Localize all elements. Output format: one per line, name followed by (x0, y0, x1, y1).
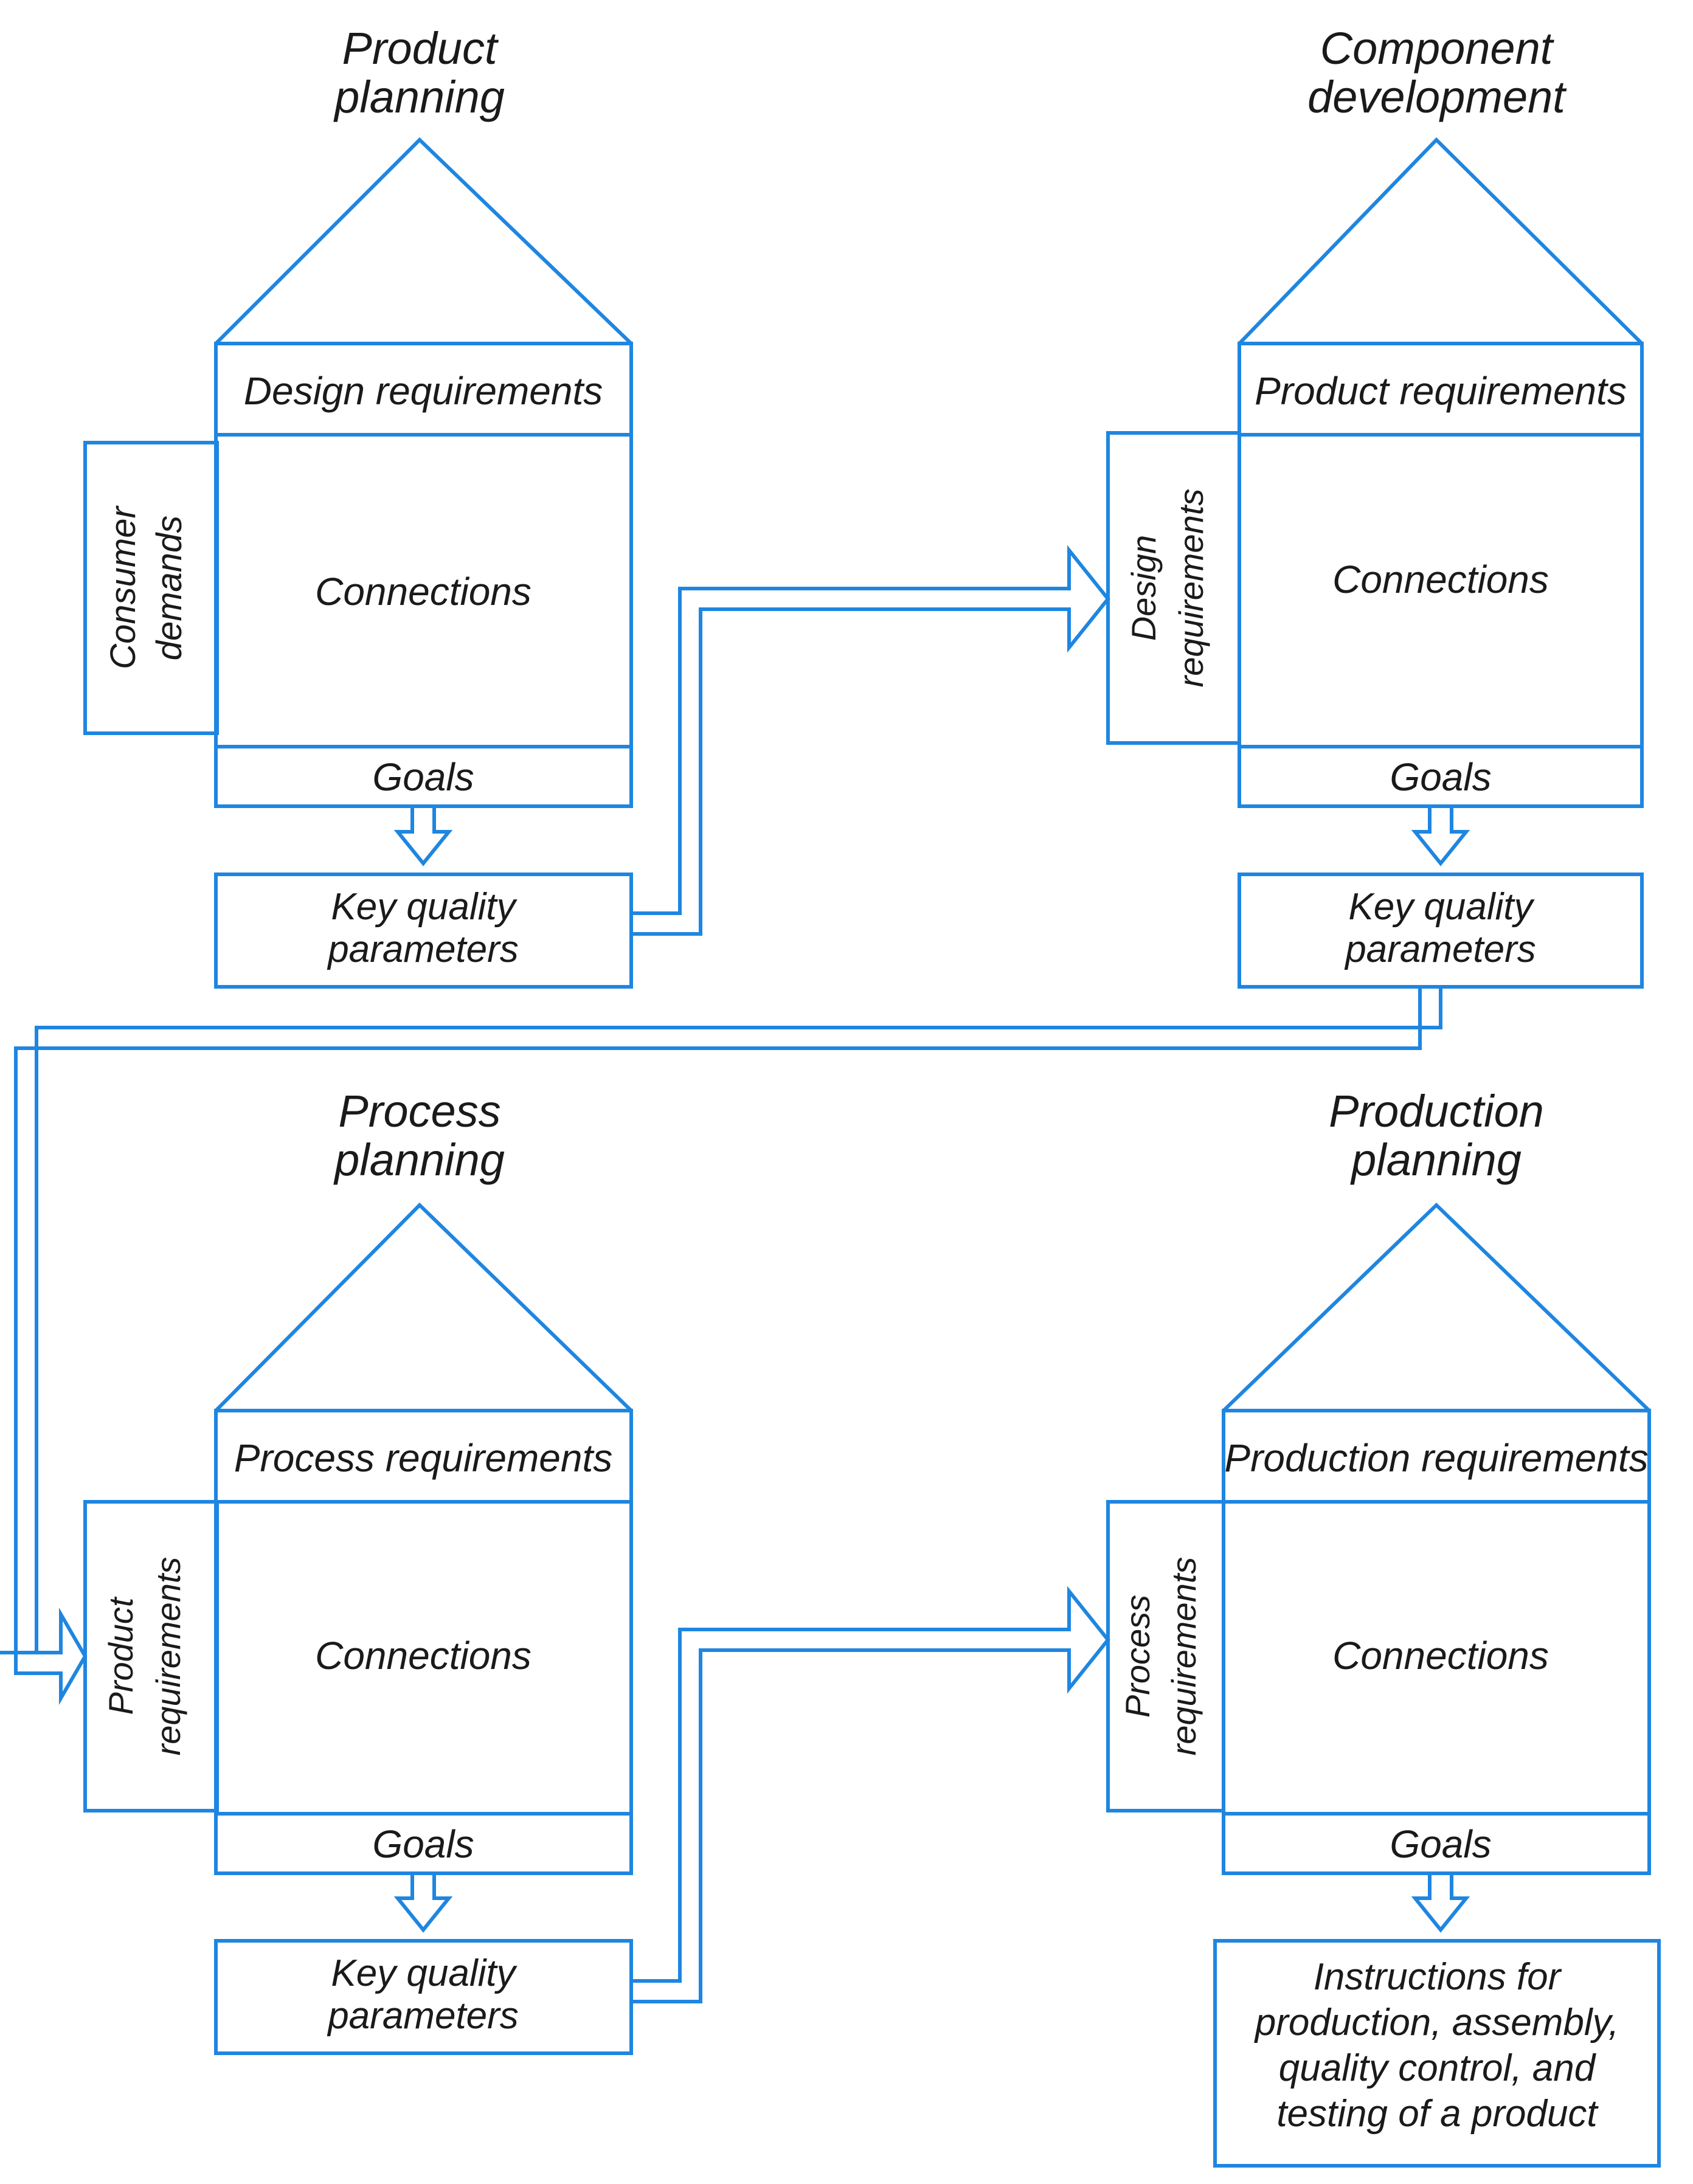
matrix-connections-process-planning-label: Connections (315, 1634, 531, 1678)
arrow-goals-to-kqp-1 (393, 804, 453, 866)
roof-production-planning (1222, 1202, 1651, 1412)
side-box-process-requirements-label-line1: Process (1118, 1595, 1157, 1718)
house-title-production-planning-line1: Production (1329, 1086, 1544, 1136)
matrix-connections-product-planning-label: Connections (315, 570, 531, 613)
band-goals-production-planning-label: Goals (1390, 1822, 1491, 1866)
side-box-consumer-demands[interactable] (83, 441, 219, 735)
box-instructions-line1: Instructions for (1314, 1956, 1562, 1998)
side-box-product-requirements-label-line2: requirements (149, 1557, 187, 1756)
side-box-product-requirements-label-line1: Product (102, 1596, 140, 1715)
house-product-planning[interactable]: Product planning Design requirements Con… (83, 23, 633, 989)
house-process-planning[interactable]: Process planning Process requirements Co… (83, 1086, 633, 2055)
side-box-design-requirements-label-line1: Design (1124, 535, 1163, 641)
band-goals-component-development-label: Goals (1390, 755, 1491, 799)
side-box-consumer-demands-label-line2: demands (150, 516, 189, 661)
house-title-component-development-line2: development (1307, 72, 1567, 122)
box-key-quality-parameters-2-line2: parameters (1344, 928, 1536, 970)
side-box-consumer-demands-label-line1: Consumer (103, 505, 143, 669)
box-key-quality-parameters-2-line1: Key quality (1348, 886, 1535, 928)
band-product-requirements-label: Product requirements (1255, 369, 1627, 413)
roof-product-planning (214, 137, 633, 345)
box-instructions-line2: production, assembly, (1254, 2002, 1619, 2044)
house-title-product-planning-line2: planning (333, 72, 505, 122)
house-title-process-planning-line2: planning (333, 1135, 505, 1185)
side-box-design-requirements[interactable] (1106, 431, 1241, 745)
arrow-goals-to-instructions (1411, 1871, 1470, 1933)
house-production-planning[interactable]: Production planning Production requireme… (1106, 1086, 1661, 2168)
box-key-quality-parameters-3-line1: Key quality (331, 1952, 518, 1994)
house-component-development[interactable]: Component development Product requiremen… (1106, 23, 1644, 989)
matrix-connections-production-planning-label: Connections (1332, 1634, 1549, 1678)
box-instructions-line4: testing of a product (1276, 2093, 1599, 2135)
box-instructions[interactable] (1213, 1939, 1661, 2168)
box-key-quality-parameters-1-line1: Key quality (331, 886, 518, 928)
band-production-requirements-label: Production requirements (1224, 1436, 1648, 1480)
box-instructions-line3: quality control, and (1279, 2047, 1597, 2089)
house-title-production-planning-line2: planning (1350, 1135, 1522, 1185)
flow-kqp1-to-design-requirements (629, 545, 1110, 936)
band-design-requirements-label: Design requirements (244, 369, 603, 413)
band-goals-product-planning-label: Goals (372, 755, 474, 799)
house-title-product-planning-line1: Product (342, 23, 499, 74)
band-process-requirements-label: Process requirements (234, 1436, 612, 1480)
arrow-goals-to-kqp-3 (393, 1871, 453, 1933)
box-key-quality-parameters-1-line2: parameters (327, 928, 519, 970)
side-box-design-requirements-label-line2: requirements (1172, 489, 1210, 688)
flow-kqp3-to-process-requirements (629, 1586, 1110, 2003)
band-goals-process-planning-label: Goals (372, 1822, 474, 1866)
roof-process-planning (214, 1202, 633, 1412)
matrix-connections-component-development-label: Connections (1332, 558, 1549, 601)
arrow-goals-to-kqp-2 (1411, 804, 1470, 866)
box-key-quality-parameters-3-line2: parameters (327, 1995, 519, 2037)
side-box-process-requirements[interactable] (1106, 1500, 1225, 1813)
side-box-process-requirements-label-line2: requirements (1165, 1557, 1203, 1756)
house-title-process-planning-line1: Process (338, 1086, 500, 1136)
flow-kqp2-to-product-requirements (0, 985, 1442, 1705)
roof-component-development (1238, 137, 1644, 345)
house-title-component-development-line1: Component (1320, 23, 1555, 74)
